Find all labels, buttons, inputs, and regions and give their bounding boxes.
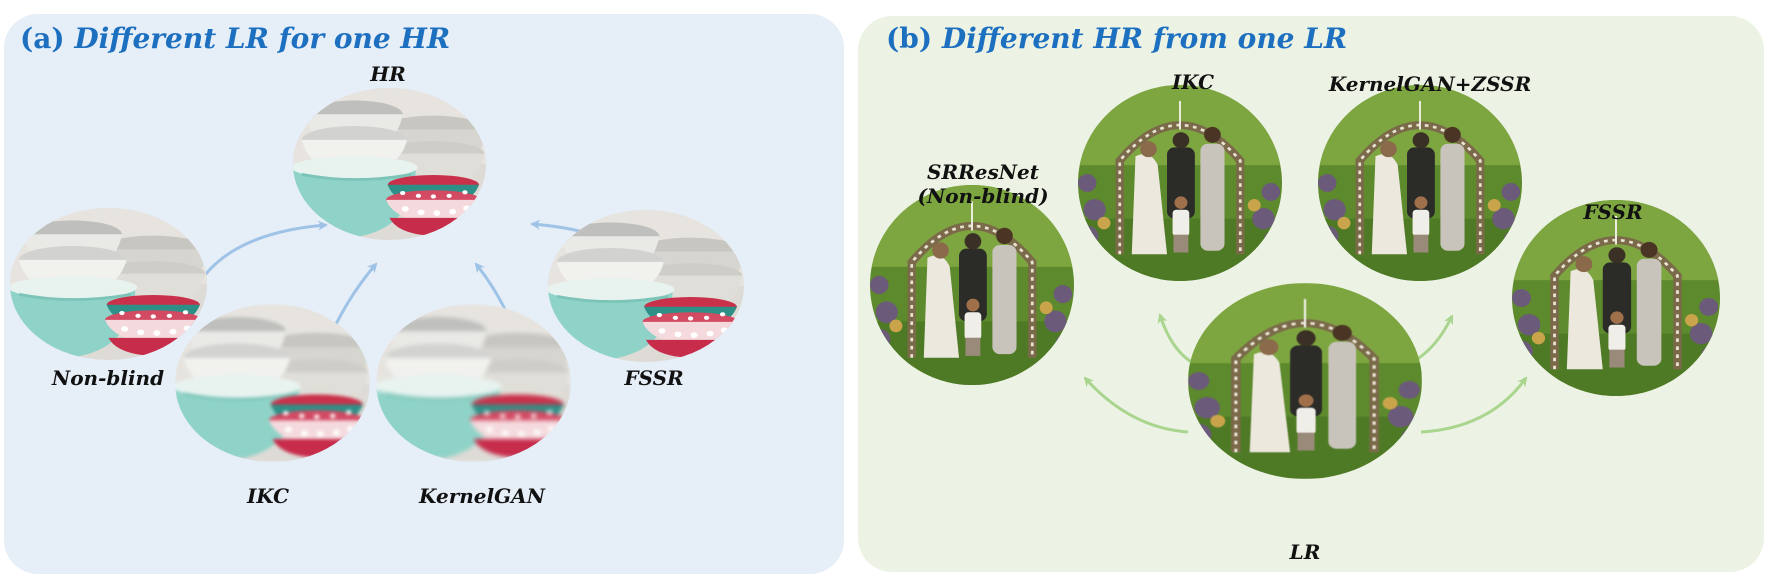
label-srresnet-nonblind: (Non-blind) [917,184,1049,208]
panel-a-title: (a) Different LR for one HR [20,22,450,55]
label-hr: HR [370,62,406,86]
fssr-lr-image [548,210,744,362]
arrow-lr-to-fssr [1420,376,1528,434]
fssr-hr-image [1512,200,1720,396]
label-fssr: FSSR [624,366,684,390]
label-fssr-b: FSSR [1583,200,1643,224]
panel-a-title-text: Different LR for one HR [74,22,451,55]
lr-image [1188,283,1422,479]
hr-image [293,88,486,240]
panel-b-title-text: Different HR from one LR [941,22,1348,55]
label-lr: LR [1289,540,1321,564]
label-ikc: IKC [246,484,290,508]
kernelgan-zssr-hr-image [1318,85,1522,281]
panel-b-tag: (b) [886,22,933,55]
arrow-nonblind-to-hr [203,220,328,276]
label-ikc-b: IKC [1171,70,1215,94]
ikc-hr-image [1078,85,1282,281]
srresnet-hr-image [870,185,1074,385]
arrow-lr-to-srresnet [1083,376,1189,434]
label-kernelgan: KernelGAN [419,484,545,508]
label-srresnet: SRResNet [927,160,1039,184]
label-kernelgan-zssr: KernelGAN+ZSSR [1328,72,1532,96]
panel-a-tag: (a) [20,22,65,55]
ikc-lr-image [175,304,370,462]
panel-b-title: (b) Different HR from one LR [886,22,1347,55]
kernelgan-lr-image [376,304,571,462]
label-nonblind: Non-blind [51,366,165,390]
